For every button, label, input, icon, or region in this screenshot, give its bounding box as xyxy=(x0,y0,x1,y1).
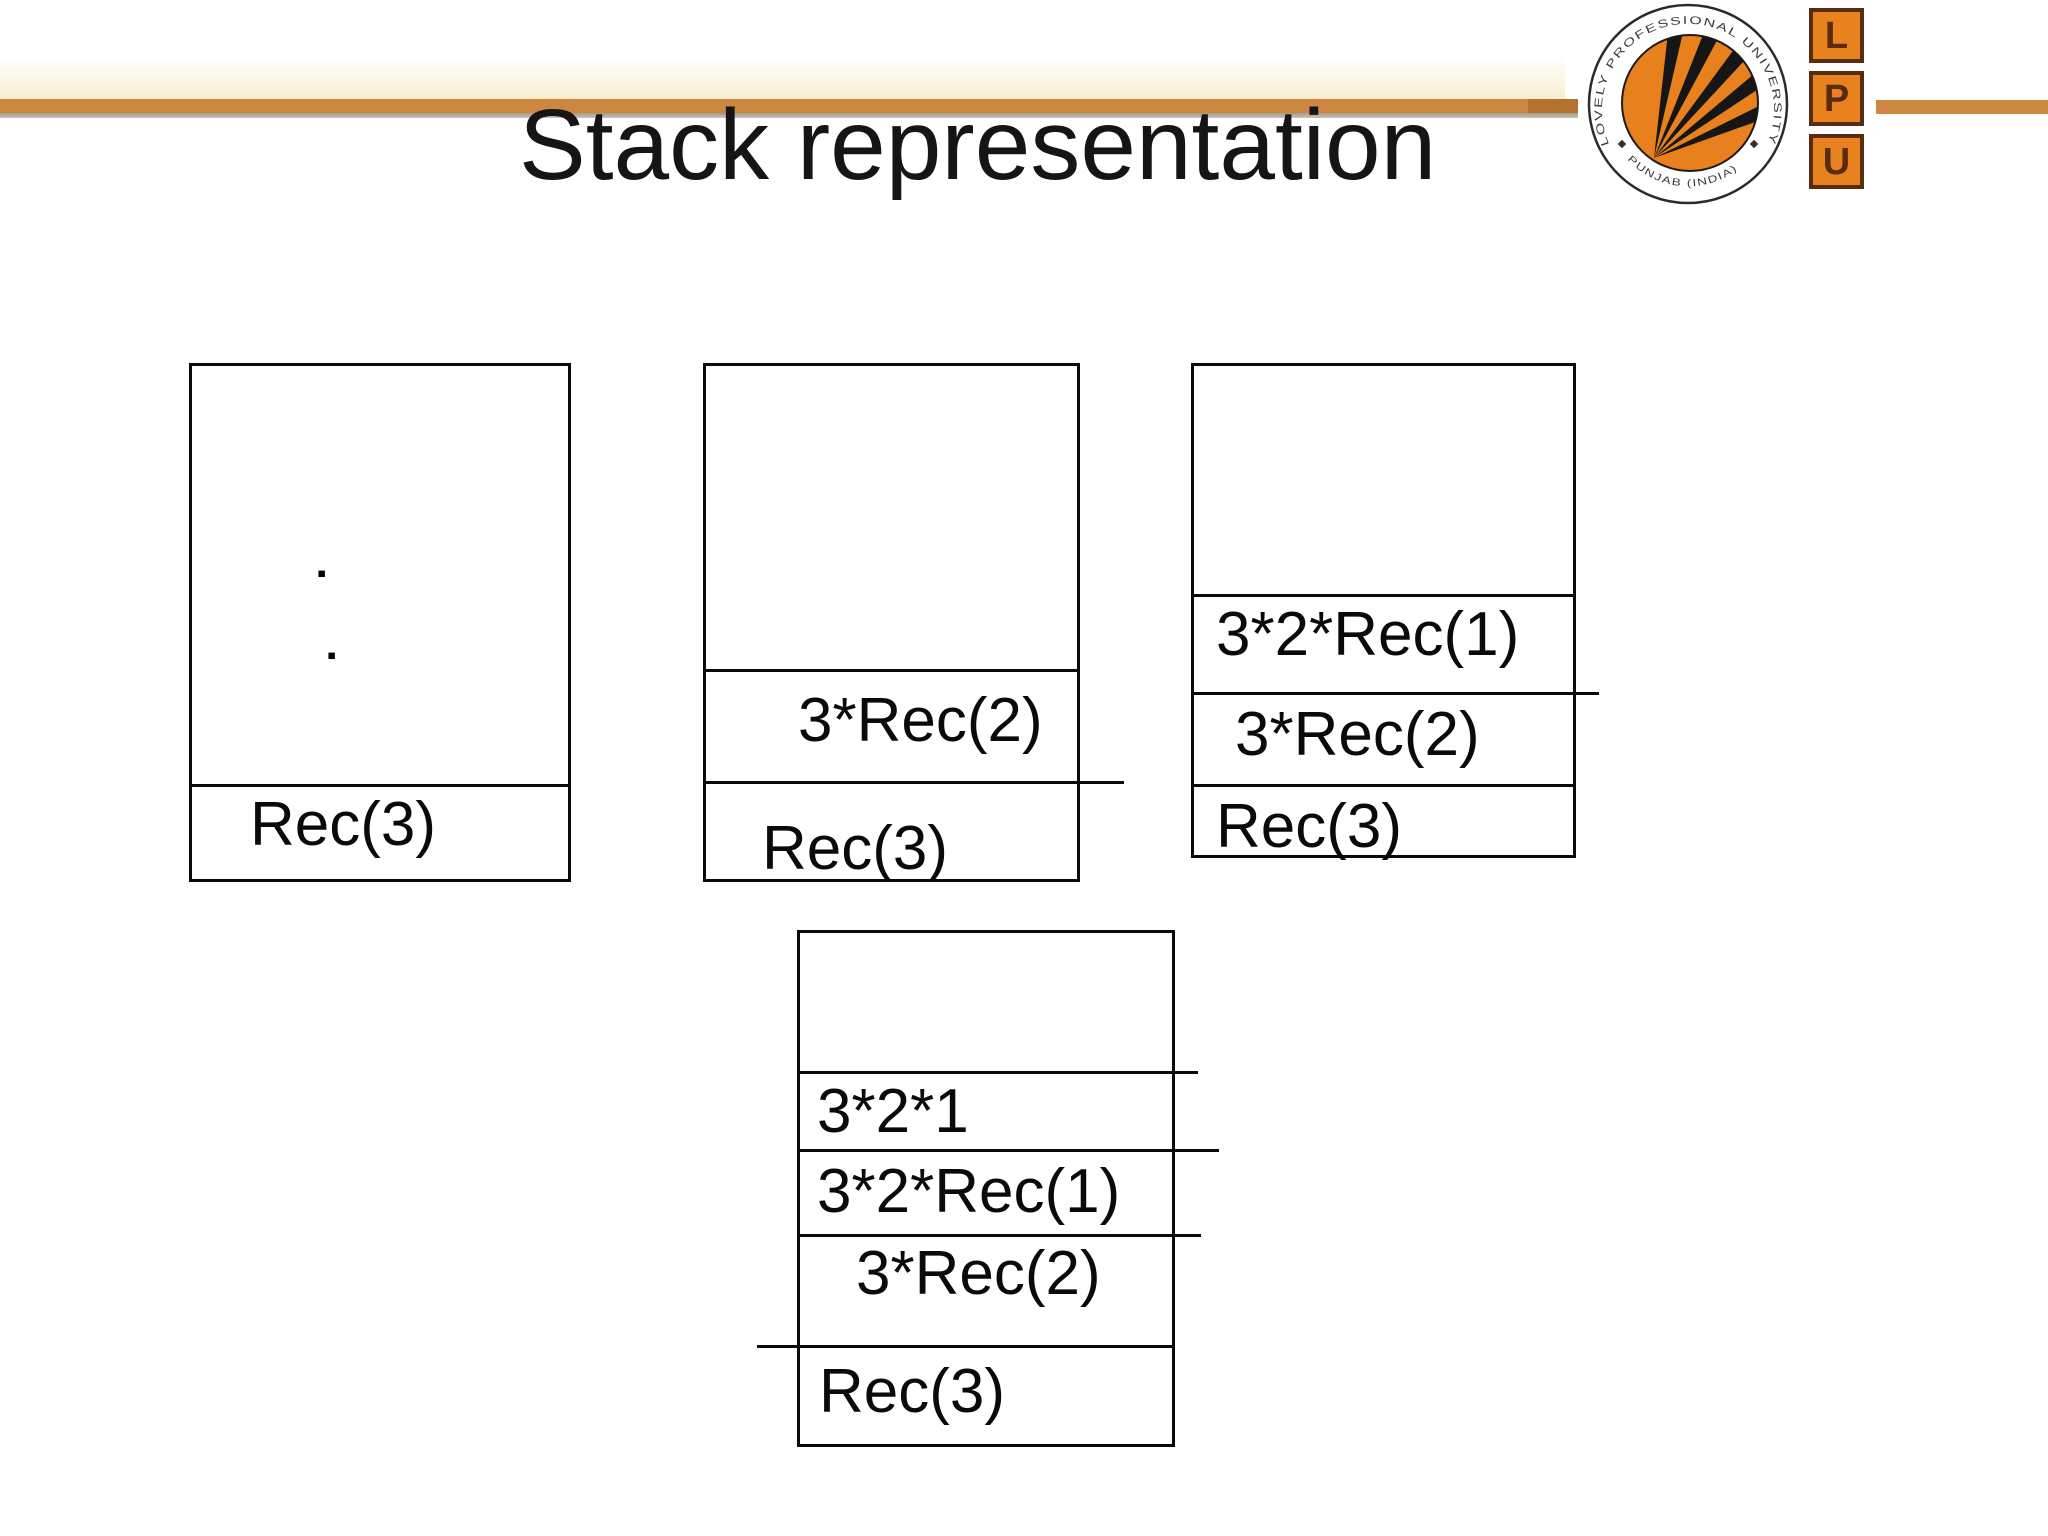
stack-pointer-tick xyxy=(1172,1149,1219,1152)
stack-cell-label: Rec(3) xyxy=(1216,792,1403,861)
stack-pointer-tick xyxy=(1172,1234,1201,1237)
stack-diagram-4: 3*2*1 3*2*Rec(1) 3*Rec(2) Rec(3) xyxy=(757,930,1219,1447)
header-rule-shadow xyxy=(0,113,1578,118)
page-title: Stack representation xyxy=(519,89,1437,201)
stack-divider xyxy=(800,1149,1172,1152)
lpu-block-u: U xyxy=(1809,134,1864,189)
lpu-block-l: L xyxy=(1809,8,1864,63)
lpu-letter: L xyxy=(1824,14,1849,57)
stack-divider xyxy=(1194,784,1573,787)
stack-cell-label: 3*2*Rec(1) xyxy=(1216,600,1520,669)
header-glow-band xyxy=(0,56,1565,99)
header-rule-left xyxy=(0,99,1578,113)
stack-diagram-3: 3*2*Rec(1) 3*Rec(2) Rec(3) xyxy=(1191,363,1599,861)
stack-cell-label: 3*2*Rec(1) xyxy=(817,1157,1121,1226)
stack-cell-label: Rec(3) xyxy=(762,814,949,883)
lpu-block-p: P xyxy=(1809,71,1864,126)
stack-divider xyxy=(706,781,1077,784)
stack-diagram-1: ▪ ▪ Rec(3) xyxy=(189,363,571,882)
stack-divider xyxy=(800,1234,1172,1237)
stack-cell-label: 3*Rec(2) xyxy=(798,686,1043,755)
stack-cell-label: 3*Rec(2) xyxy=(856,1239,1101,1308)
lpu-letter: U xyxy=(1822,140,1851,183)
header-rule-left-tip xyxy=(1528,99,1578,113)
stack-cell-label: Rec(3) xyxy=(250,790,437,859)
stack-divider xyxy=(192,784,568,787)
stack-divider xyxy=(706,669,1077,672)
stack-divider xyxy=(800,1071,1172,1074)
university-seal-logo: LOVELY PROFESSIONAL UNIVERSITY PUNJAB (I… xyxy=(1587,3,1789,205)
ellipsis-dot: ▪ xyxy=(327,640,337,670)
stack-cell-label: 3*2*1 xyxy=(817,1077,969,1146)
stack-diagram-2: 3*Rec(2) Rec(3) xyxy=(703,363,1124,883)
ellipsis-dot: ▪ xyxy=(317,558,327,588)
stack-pointer-tick xyxy=(1172,1071,1198,1074)
stack-pointer-tick xyxy=(1573,692,1599,695)
stack-pointer-tick xyxy=(757,1345,800,1348)
stack-cell-label: 3*Rec(2) xyxy=(1235,700,1480,769)
stack-cell-label: Rec(3) xyxy=(819,1357,1006,1426)
stack-divider xyxy=(1194,594,1573,597)
lpu-letter: P xyxy=(1823,77,1850,120)
stack-divider xyxy=(800,1345,1172,1348)
stack-pointer-tick xyxy=(1077,781,1124,784)
header-rule-right xyxy=(1876,100,2048,114)
seal-fan-rays-icon xyxy=(1654,35,1758,158)
stack-divider xyxy=(1194,692,1573,695)
